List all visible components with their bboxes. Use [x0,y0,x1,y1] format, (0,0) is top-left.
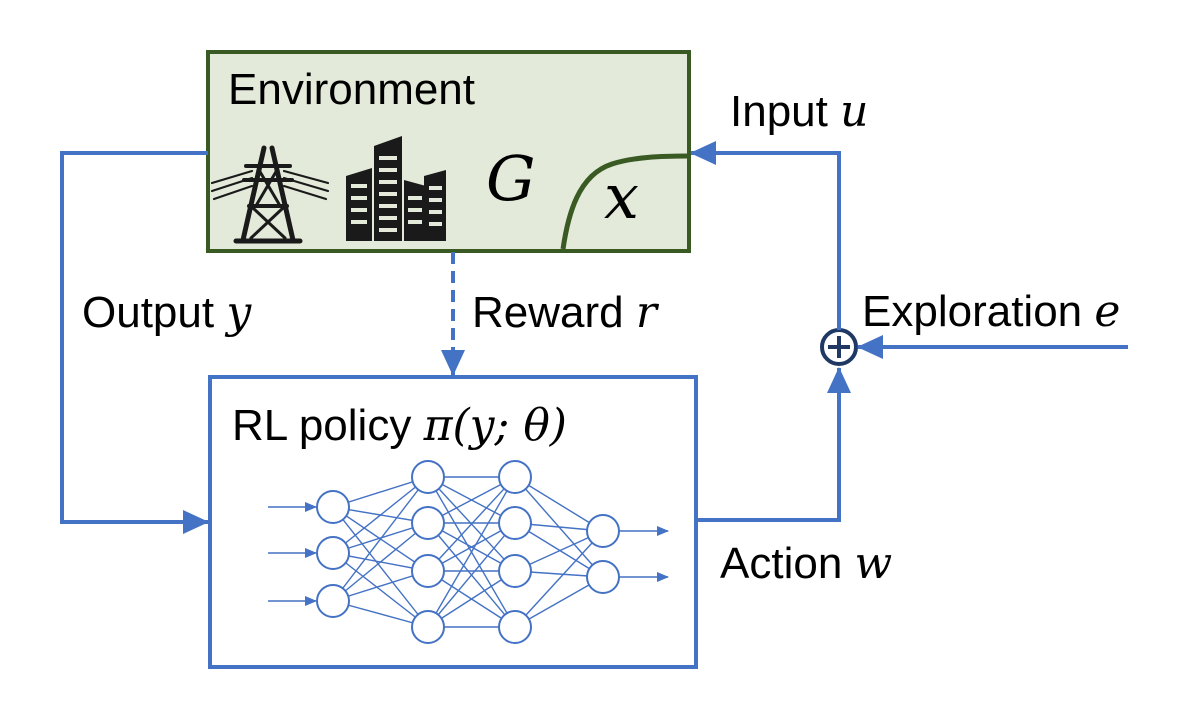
exploration-label-text: Exploration [862,287,1094,336]
nn-edge [514,530,604,628]
input-label-math: u [840,86,868,137]
neural-network [268,460,669,644]
reward-label-text: Reward [472,288,636,337]
reward-label: Reward r [472,287,660,338]
nn-edge [427,476,516,572]
plant-symbol: G [486,142,536,215]
action-label: Action w [720,538,892,589]
nn-edge [332,552,429,628]
nn-node [411,460,445,494]
reward-label-math: r [636,287,660,338]
nn-edge [514,476,604,532]
output-label-math: y [224,287,252,338]
buildings-icon [346,136,446,241]
nn-node [498,460,532,494]
nn-edge [332,476,429,602]
policy-title: RL policy π(y; θ) [232,400,567,451]
nn-node [316,536,350,570]
nn-node [498,506,532,540]
output-label-text: Output [82,288,226,337]
exploration-label: Exploration e [862,286,1120,337]
action-signal-line [697,367,851,522]
nn-edge [332,506,429,628]
policy-title-math: π(y; θ) [423,400,567,451]
nn-node [411,554,445,588]
nn-node [498,554,532,588]
input-label: Input u [730,86,868,137]
input-signal-line [690,141,841,330]
power-tower-icon [210,145,330,244]
action-label-text: Action [720,539,855,588]
nn-node [411,610,445,644]
action-label-math: w [855,538,893,589]
nn-node [586,560,620,594]
policy-title-text: RL policy [232,401,424,450]
nn-node [411,506,445,540]
nn-node [316,490,350,524]
environment-title: Environment [228,65,475,114]
nn-node [498,610,532,644]
nn-edge [332,476,429,554]
nn-edge [332,522,429,602]
input-label-text: Input [730,87,840,136]
nn-edge [514,522,604,578]
nn-node [586,514,620,548]
nn-edge [427,522,516,628]
nn-edge [427,570,516,628]
output-signal-line [60,151,209,534]
exploration-label-math: e [1094,286,1120,337]
state-symbol: x [604,160,639,233]
nn-node [316,584,350,618]
nn-edge [427,476,516,628]
state-curve [560,153,689,250]
output-label: Output y [82,287,252,338]
